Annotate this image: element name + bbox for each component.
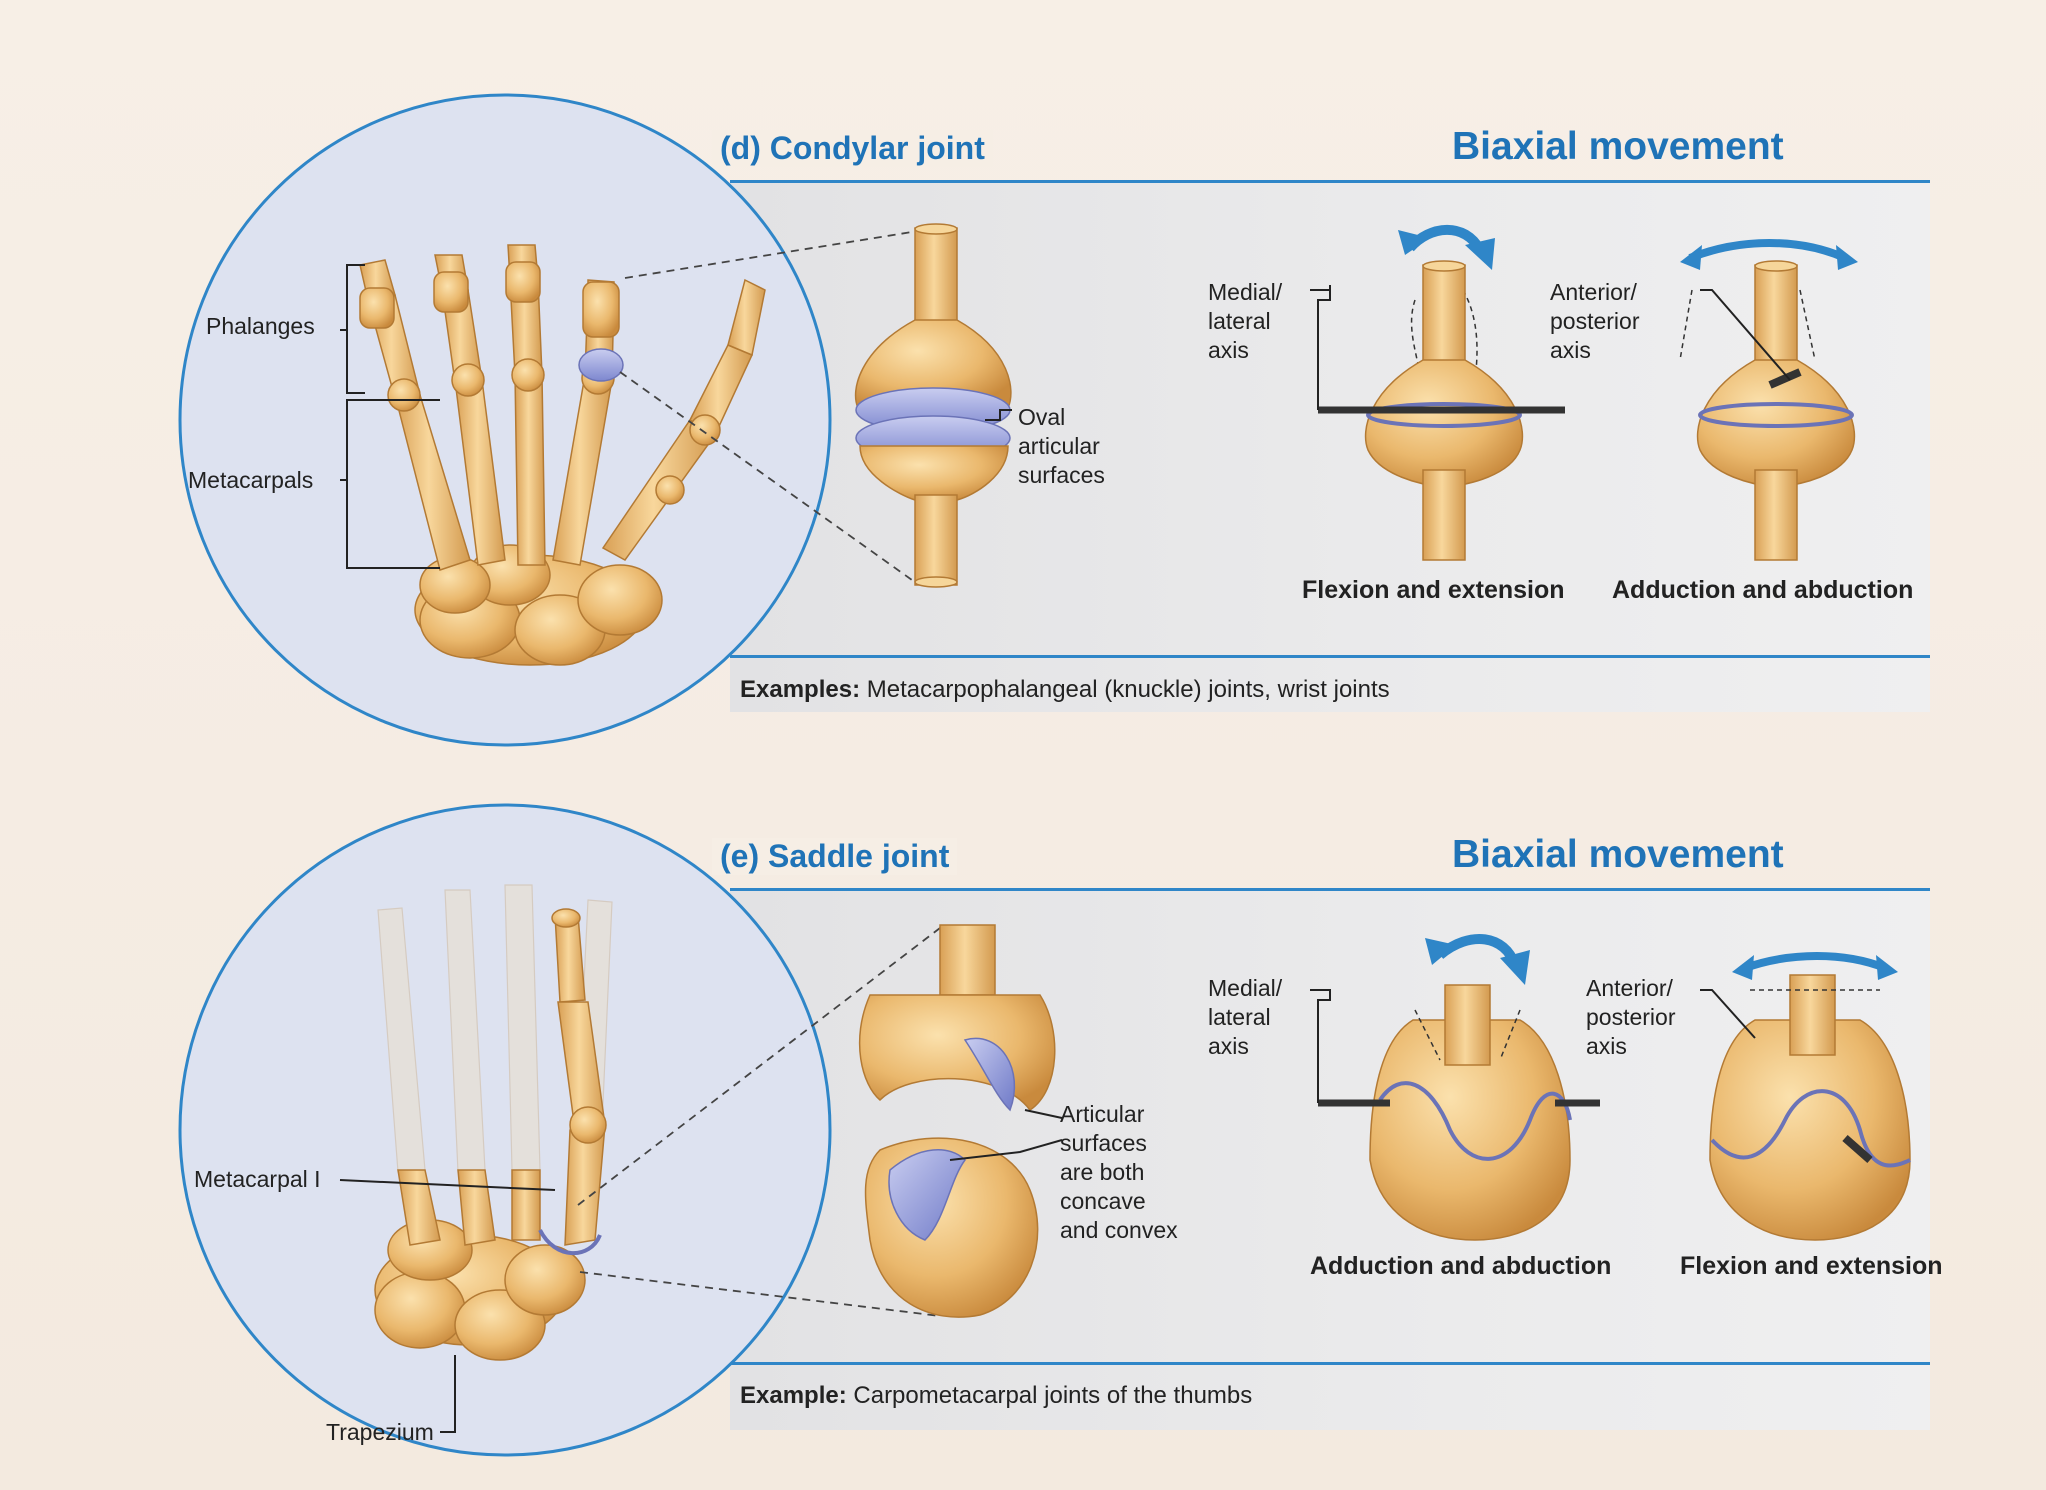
articular-surface-pointer [949, 1109, 1063, 1161]
oval-surfaces-label-line3: surfaces [1018, 462, 1105, 488]
top-rule [730, 180, 1930, 183]
anterior-posterior-label-line3: axis [1586, 1033, 1627, 1059]
anterior-posterior-axis-rod [1768, 368, 1802, 389]
medial-lateral-label-line1: Medial/ [1208, 279, 1283, 305]
examples-line: Examples: Metacarpophalangeal (knuckle) … [740, 676, 1390, 704]
anterior-posterior-label-line3: axis [1550, 337, 1591, 363]
trapezium-label: Trapezium [326, 1419, 434, 1445]
bottom-rule [730, 655, 1930, 658]
condylar-joint-panel: (d) Condylar joint Biaxial movement Phal… [178, 93, 1930, 747]
articular-label-line4: concave [1060, 1188, 1146, 1214]
examples-label: Example: [740, 1382, 847, 1409]
examples-label: Examples: [740, 676, 861, 703]
articular-label-line3: are both [1060, 1159, 1145, 1185]
pointer-lines [339, 1179, 556, 1433]
anterior-posterior-axis-rod [1842, 1134, 1873, 1164]
saddle-diagram [178, 803, 1911, 1457]
anterior-posterior-label-line2: posterior [1550, 308, 1640, 334]
medial-lateral-label-line3: axis [1208, 337, 1249, 363]
side-arrow-icon [1743, 952, 1887, 972]
articular-label-line1: Articular [1060, 1101, 1145, 1127]
zoom-dashed-lines [619, 231, 913, 581]
adduction-abduction-model [1679, 260, 1856, 561]
medial-lateral-label-line1: Medial/ [1208, 975, 1283, 1001]
condylar-diagram [178, 93, 1858, 747]
examples-text: Carpometacarpal joints of the thumbs [846, 1382, 1253, 1409]
saddle-flexion-model [1709, 974, 1911, 1241]
zoom-dashed-lines [577, 927, 941, 1317]
medial-lateral-label-line3: axis [1208, 1033, 1249, 1059]
medial-lateral-label-line2: lateral [1208, 1004, 1271, 1030]
panel-title: (e) Saddle joint [712, 838, 958, 875]
hand-skeleton-illustration [374, 908, 607, 1361]
oval-surfaces-label-line1: Oval [1018, 404, 1066, 430]
anterior-posterior-label-line1: Anterior/ [1550, 279, 1637, 305]
flexion-extension-caption: Flexion and extension [1680, 1252, 1943, 1280]
movement-heading: Biaxial movement [1452, 125, 1784, 168]
metacarpals-label: Metacarpals [188, 467, 314, 493]
articular-label-line5: and convex [1060, 1217, 1178, 1243]
articular-label-line2: surfaces [1060, 1130, 1147, 1156]
oval-surface-pointer [985, 409, 1012, 421]
phalanges-label: Phalanges [206, 313, 315, 339]
anterior-posterior-label-line1: Anterior/ [1586, 975, 1673, 1001]
hand-skeleton-illustration [359, 244, 766, 666]
bracket-lines [340, 264, 440, 569]
movement-heading: Biaxial movement [1452, 833, 1784, 876]
bottom-rule [730, 1362, 1930, 1365]
adduction-abduction-caption: Adduction and abduction [1310, 1252, 1612, 1280]
side-arrow-icon [1688, 239, 1847, 262]
saddle-joint-model [858, 924, 1056, 1318]
examples-line: Example: Carpometacarpal joints of the t… [740, 1382, 1252, 1410]
anterior-posterior-label-line2: posterior [1586, 1004, 1676, 1030]
medial-lateral-label-line2: lateral [1208, 308, 1271, 334]
examples-text: Metacarpophalangeal (knuckle) joints, wr… [860, 676, 1390, 703]
metacarpal-one-label: Metacarpal I [194, 1166, 321, 1192]
saddle-joint-panel: (e) Saddle joint Biaxial movement Metaca… [0, 740, 2046, 1490]
hand-magnifier-circle [178, 803, 832, 1457]
condylar-joint-model [854, 223, 1012, 588]
flexion-extension-caption: Flexion and extension [1302, 576, 1565, 604]
hand-magnifier-circle [178, 93, 832, 747]
panel-title: (d) Condylar joint [712, 130, 993, 167]
top-rule [730, 888, 1930, 891]
oval-surfaces-label-line2: articular [1018, 433, 1100, 459]
saddle-adduction-model [1369, 984, 1572, 1241]
adduction-abduction-caption: Adduction and abduction [1612, 576, 1914, 604]
flexion-extension-model [1364, 260, 1524, 561]
